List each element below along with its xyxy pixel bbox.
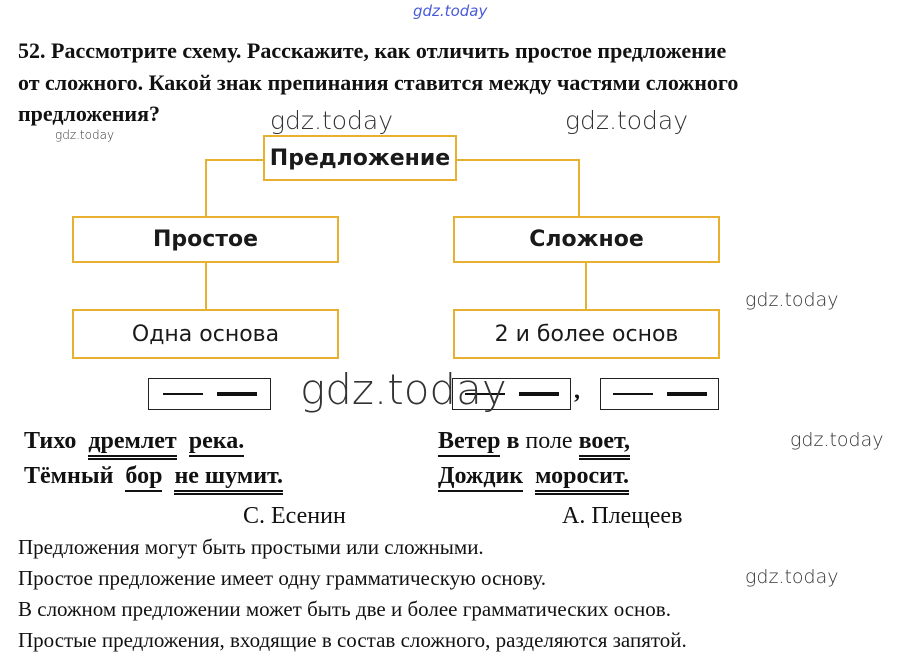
watermark-top: gdz.today: [413, 2, 488, 20]
box-simple: Простое: [72, 216, 339, 263]
task-line-3: предложения?: [18, 101, 160, 126]
example-left-line-1: Тихо дремлет река.: [24, 428, 245, 460]
connector: [585, 262, 587, 309]
predicate: моросит.: [535, 463, 629, 495]
subject-mark: [163, 393, 203, 395]
schema-complex-part-2: [600, 378, 719, 410]
word: Тихо: [24, 428, 77, 454]
rule-line-4: Простые предложения, входящие в состав с…: [18, 628, 687, 652]
word: в: [506, 428, 520, 454]
author-right: А. Плещеев: [562, 503, 683, 529]
predicate: воет,: [578, 428, 631, 460]
connector: [456, 159, 580, 161]
schema-simple: [148, 378, 271, 410]
word: Тёмный: [24, 463, 114, 489]
schema-complex-part-1: [452, 378, 571, 410]
predicate: дремлет: [88, 428, 177, 460]
task-line-2: от сложного. Какой знак препинания стави…: [18, 70, 739, 95]
rule-line-3: В сложном предложении может быть две и б…: [18, 597, 671, 621]
subject-mark: [465, 393, 505, 395]
watermark: gdz.today: [745, 566, 839, 588]
connector: [205, 262, 207, 309]
box-simple-desc: Одна основа: [72, 309, 339, 359]
task-line-1: 52. Рассмотрите схему. Расскажите, как о…: [18, 38, 727, 63]
connector: [578, 159, 580, 216]
box-complex-desc: 2 и более основ: [453, 309, 720, 359]
subject-mark: [613, 393, 653, 395]
watermark: gdz.today: [270, 106, 394, 135]
subject: Ветер: [438, 428, 501, 457]
rule-line-1: Предложения могут быть простыми или слож…: [18, 535, 484, 559]
predicate: не шумит.: [174, 463, 284, 495]
schema-comma: ,: [574, 378, 580, 404]
predicate-mark: [667, 392, 707, 396]
example-left-line-2: Тёмный бор не шумит.: [24, 463, 284, 495]
connector: [205, 159, 207, 216]
rule-line-2: Простое предложение имеет одну грамматич…: [18, 566, 546, 590]
predicate-mark: [217, 392, 257, 396]
example-right-line-1: Ветер в поле воет,: [438, 428, 631, 460]
watermark: gdz.today: [790, 429, 884, 451]
example-right-line-2: Дождик моросит.: [438, 463, 629, 495]
box-root: Предложение: [263, 135, 457, 181]
subject: Дождик: [438, 463, 524, 492]
word: поле: [525, 428, 573, 454]
watermark: gdz.today: [55, 128, 115, 142]
subject: бор: [125, 463, 163, 492]
box-complex: Сложное: [453, 216, 720, 263]
watermark: gdz.today: [745, 289, 839, 311]
connector: [205, 159, 263, 161]
watermark: gdz.today: [300, 365, 507, 414]
predicate-mark: [519, 392, 559, 396]
author-left: С. Есенин: [243, 503, 346, 529]
subject: река.: [188, 428, 245, 457]
watermark: gdz.today: [565, 106, 689, 135]
